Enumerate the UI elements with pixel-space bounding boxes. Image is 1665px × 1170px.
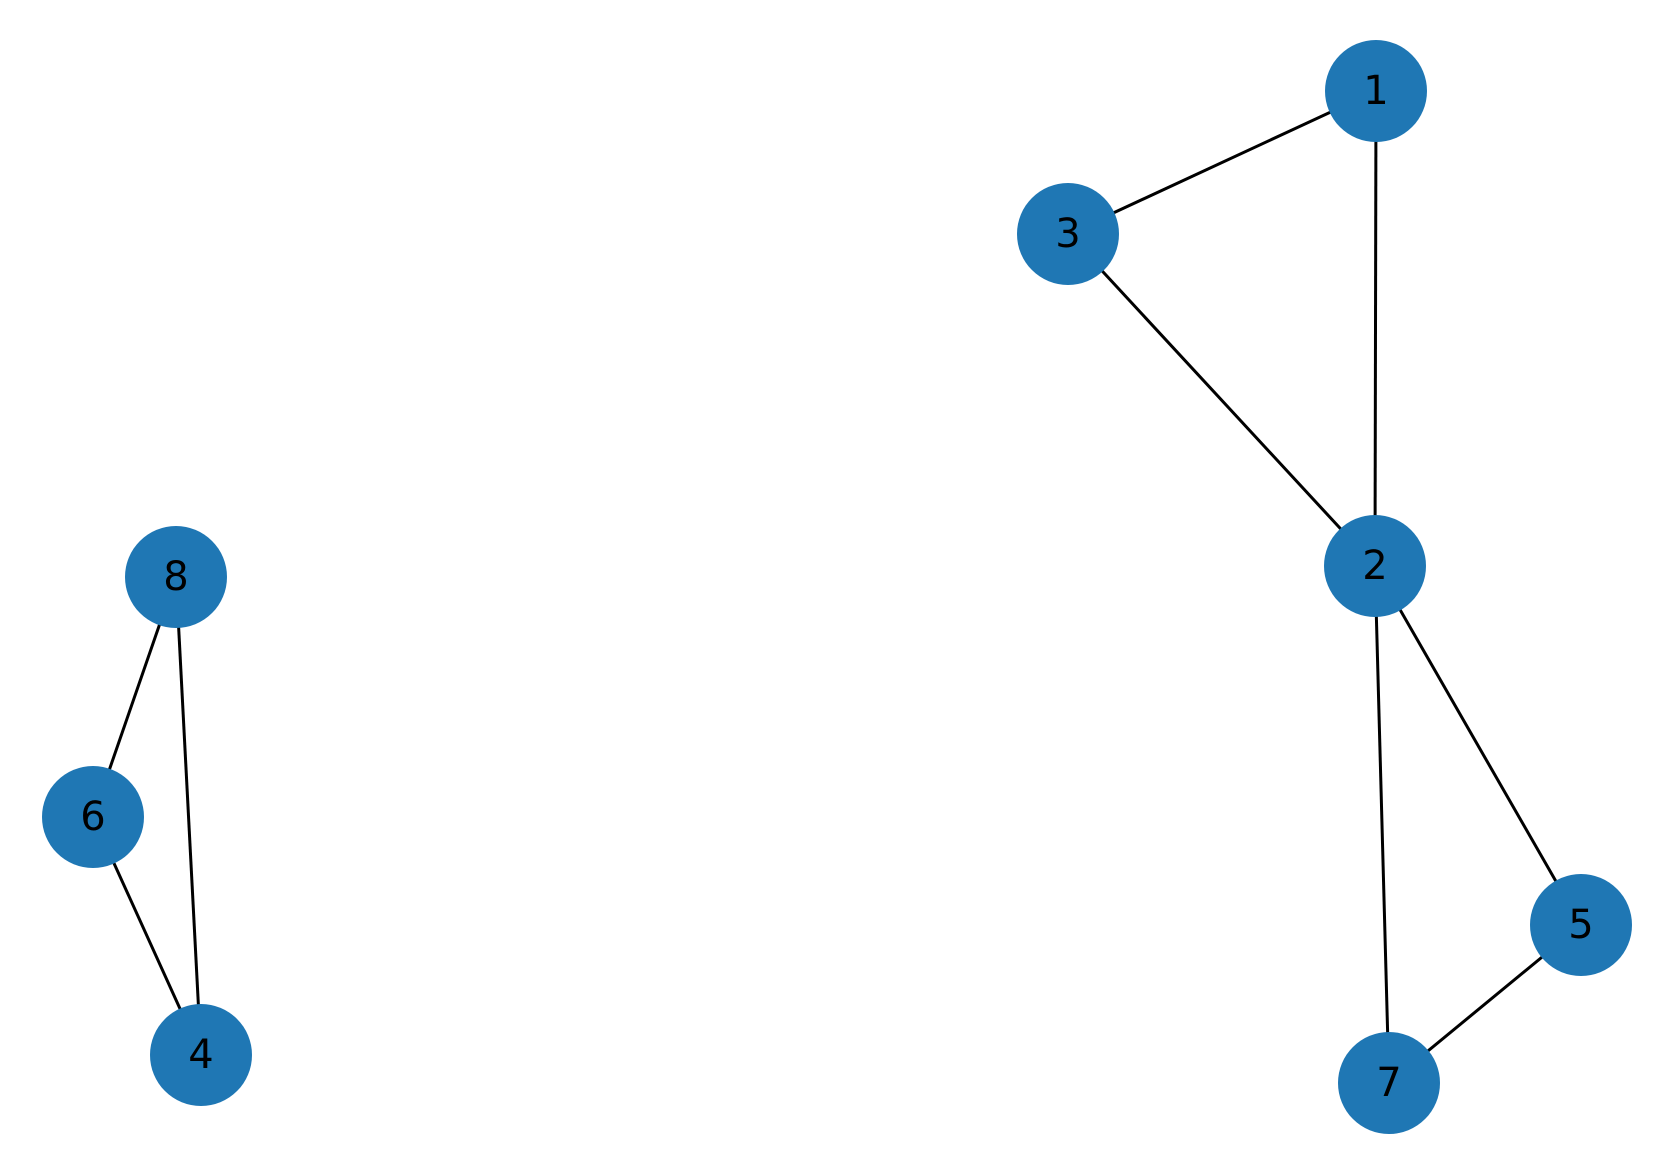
node-label-7: 7 (1376, 1060, 1401, 1106)
node-3: 3 (1017, 183, 1119, 285)
node-8: 8 (125, 526, 227, 628)
node-circle-1 (1325, 40, 1427, 142)
node-label-2: 2 (1362, 543, 1387, 589)
edge-2-5 (1373, 565, 1583, 926)
edge-1-2 (1373, 90, 1378, 567)
node-1: 1 (1325, 40, 1427, 142)
edge-1-3 (1067, 89, 1377, 236)
node-4: 4 (150, 1004, 252, 1106)
node-6: 6 (42, 766, 144, 868)
edge-2-7 (1373, 565, 1391, 1084)
node-label-6: 6 (80, 794, 105, 840)
node-2: 2 (1324, 515, 1426, 617)
node-circle-7 (1338, 1032, 1440, 1134)
node-5: 5 (1530, 874, 1632, 976)
node-label-5: 5 (1568, 902, 1593, 948)
node-7: 7 (1338, 1032, 1440, 1134)
edge-8-4 (174, 576, 203, 1056)
node-circle-5 (1530, 874, 1632, 976)
node-label-3: 3 (1055, 211, 1080, 257)
node-circle-4 (150, 1004, 252, 1106)
node-circle-8 (125, 526, 227, 628)
node-label-1: 1 (1363, 68, 1388, 114)
node-circle-2 (1324, 515, 1426, 617)
node-circle-6 (42, 766, 144, 868)
node-circle-3 (1017, 183, 1119, 285)
edge-3-2 (1066, 232, 1377, 568)
nodes-layer: 1 2 3 4 5 6 7 8 (42, 40, 1632, 1134)
node-label-8: 8 (163, 554, 188, 600)
node-label-4: 4 (188, 1032, 213, 1078)
